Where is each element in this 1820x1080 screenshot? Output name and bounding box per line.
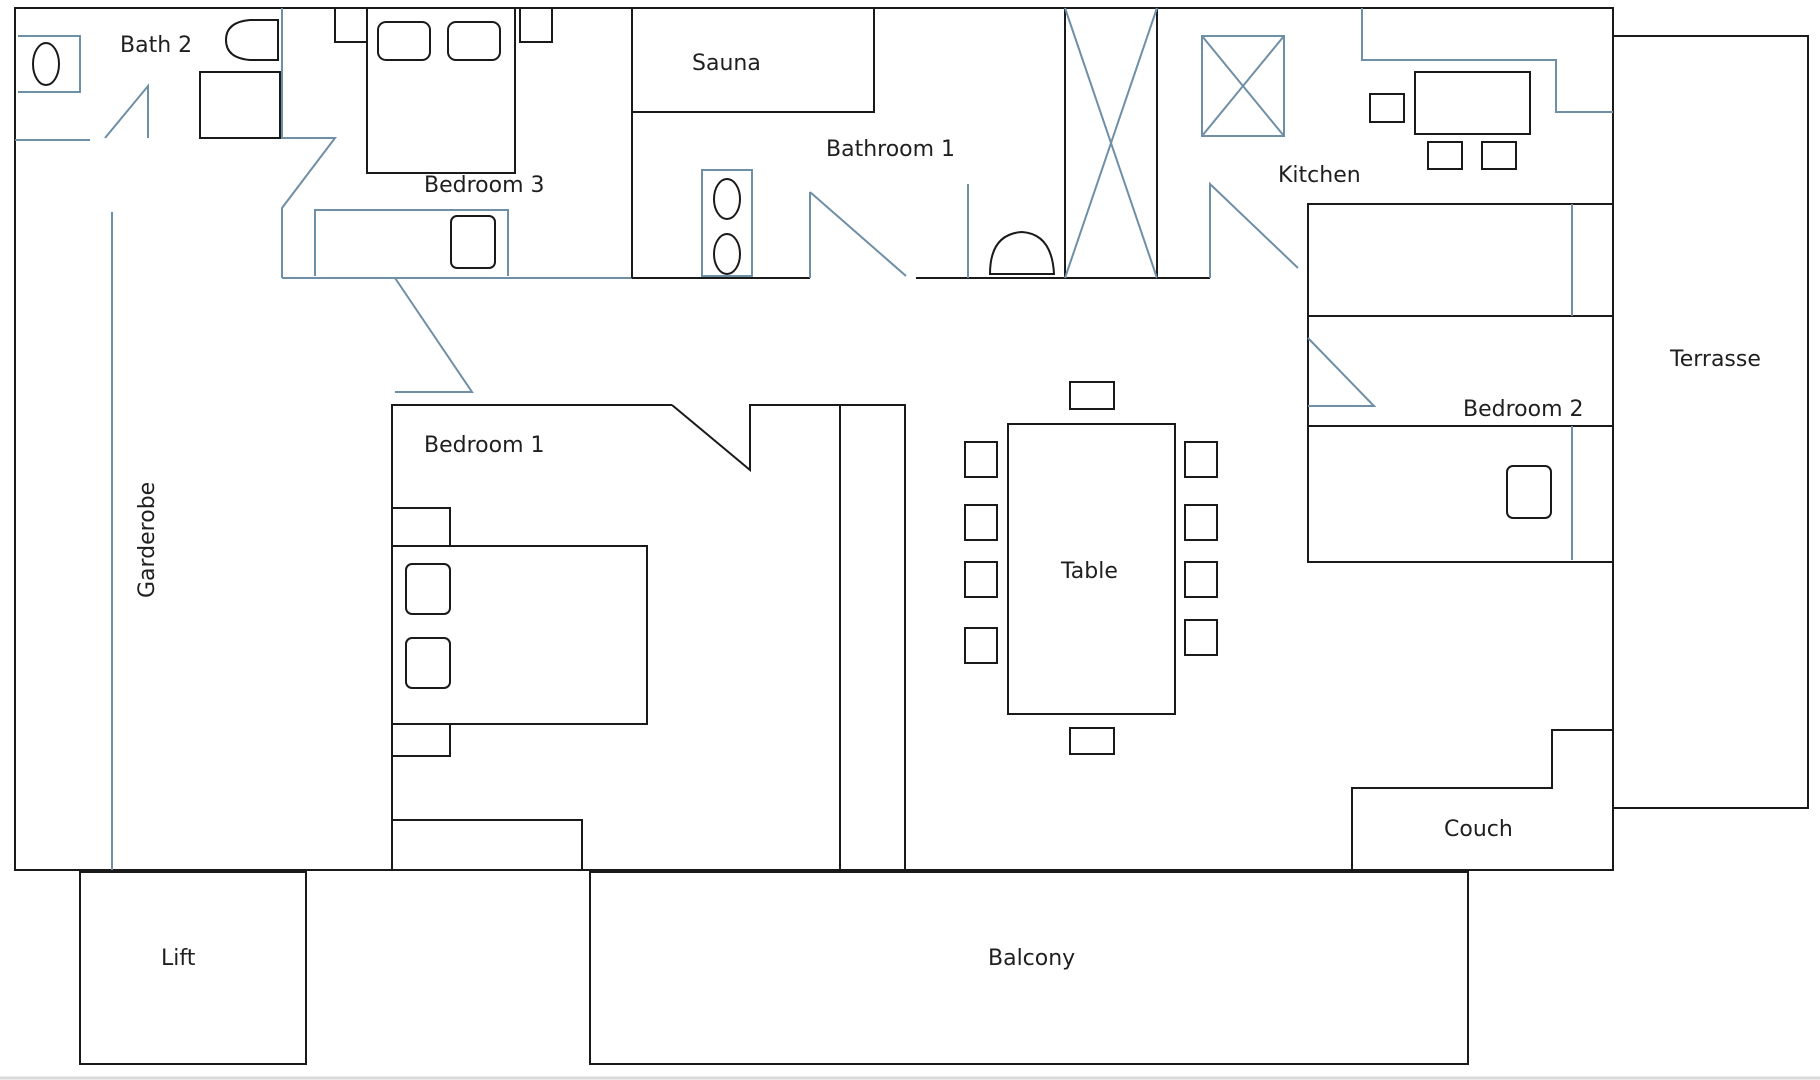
table-chair-right-1 <box>1184 441 1218 478</box>
table-chair-top <box>1069 381 1115 410</box>
label-balcony: Balcony <box>988 946 1075 971</box>
kitchen-door <box>1209 181 1299 278</box>
label-terrasse: Terrasse <box>1669 347 1761 372</box>
couch <box>1351 729 1613 870</box>
bedroom3-partition-left <box>281 8 338 278</box>
bedroom2-walls <box>1307 203 1613 563</box>
label-garderobe: Garderobe <box>135 482 160 598</box>
label-bedroom1: Bedroom 1 <box>424 433 545 458</box>
bedroom3-chair <box>450 215 496 269</box>
bedroom1-desk <box>391 819 583 871</box>
table-chair-left-3 <box>964 561 998 598</box>
bedroom3-door <box>394 277 474 393</box>
table-chair-left-2 <box>964 504 998 541</box>
bath2-sink-outline <box>18 35 81 93</box>
label-couch: Couch <box>1444 817 1513 842</box>
terrasse-area <box>1612 35 1809 809</box>
bathroom1-sink-top <box>713 178 741 220</box>
label-bath2: Bath 2 <box>120 33 192 58</box>
balcony-area <box>589 871 1469 1065</box>
bathroom1-toilet <box>988 230 1056 275</box>
bedroom3-pillow-left <box>377 21 431 61</box>
table-chair-right-2 <box>1184 504 1218 541</box>
label-bathroom1: Bathroom 1 <box>826 137 955 162</box>
bath2-door <box>104 83 149 139</box>
bedroom1-nightstand-top <box>391 507 451 547</box>
kitchen-table <box>1414 71 1531 135</box>
bedroom1-pillow-bottom <box>405 637 451 689</box>
bath2-shower <box>199 71 281 139</box>
label-lift: Lift <box>161 946 196 971</box>
bedroom2-door <box>1307 337 1377 407</box>
table-chair-left-1 <box>964 441 998 478</box>
kitchen-counter <box>1361 8 1613 113</box>
bedroom1-door <box>671 404 906 870</box>
lift-area <box>79 871 307 1065</box>
label-sauna: Sauna <box>692 51 761 76</box>
bedroom2-chair <box>1506 465 1552 519</box>
kitchen-stool-left <box>1369 93 1405 123</box>
kitchen-hob-cross <box>1201 35 1285 137</box>
bath2-sink <box>32 42 60 86</box>
table-chair-right-3 <box>1184 561 1218 598</box>
bedroom3-pillow-right <box>447 21 501 61</box>
bathroom1-sink-bottom <box>713 233 741 275</box>
bathroom1-sink-unit <box>701 169 753 277</box>
utility-shaft-cross <box>1064 7 1158 279</box>
table-chair-bottom <box>1069 727 1115 755</box>
sauna-room <box>631 7 875 113</box>
label-bedroom2: Bedroom 2 <box>1463 397 1584 422</box>
label-table: Table <box>1060 559 1118 584</box>
kitchen-hob <box>1201 35 1285 137</box>
bedroom3-wardrobe <box>314 209 509 276</box>
bedroom1-nightstand-bottom <box>391 723 451 757</box>
label-bedroom3: Bedroom 3 <box>424 173 545 198</box>
bathroom1-door <box>809 191 907 278</box>
bath2-toilet <box>224 19 279 61</box>
bedroom1-pillow-top <box>405 563 451 615</box>
kitchen-stool-bottom-right <box>1481 141 1517 170</box>
table-chair-left-4 <box>964 627 998 664</box>
dining-table <box>1007 423 1176 715</box>
utility-shaft <box>1064 7 1158 279</box>
bedroom3-nightstand-right <box>519 7 553 43</box>
kitchen-stool-bottom-left <box>1427 141 1463 170</box>
bedroom3-nightstand-left <box>334 7 368 43</box>
table-chair-right-4 <box>1184 619 1218 656</box>
label-kitchen: Kitchen <box>1278 163 1361 188</box>
